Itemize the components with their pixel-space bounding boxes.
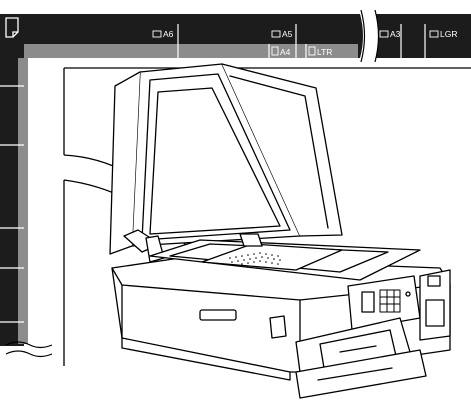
printer [109,63,451,399]
landscape-doc-icon [429,30,439,38]
front-latch [269,315,287,339]
slot-cover [425,299,445,327]
guide-bar-strip [24,44,358,58]
left-break-line [5,341,53,349]
bottom-drawer [295,349,427,399]
left-guide-bar [0,58,53,358]
touchscreen [361,291,375,313]
label-a5: A5 [282,29,293,39]
label-a3: A3 [390,29,401,39]
keypad-icon [379,289,401,313]
printer-base [121,337,291,381]
power-button [405,291,411,297]
document-corner-marker [239,233,263,247]
guide-break-line [374,9,380,63]
left-bar-strip [18,58,28,344]
document-corner-icon [4,16,20,40]
landscape-doc-icon [271,30,281,38]
usb-port-icon [427,275,441,287]
guide-break-line [360,9,366,63]
label-a4: A4 [280,47,291,57]
guide-bar-right [376,14,471,58]
document-on-glass [201,243,343,271]
label-lgr: LGR [440,29,457,39]
left-break-line [5,350,53,358]
label-ltr: LTR [317,47,332,57]
side-panel-right [419,269,451,341]
landscape-doc-icon [152,30,162,38]
landscape-doc-icon [379,30,389,38]
portrait-doc-icon [308,46,316,56]
portrait-doc-icon [271,46,279,56]
adf-lid [109,63,343,255]
label-a6: A6 [163,29,174,39]
front-handle-slot [199,309,237,321]
top-guide-bar: A6 A5 A4 LTR A3 LGR [0,9,471,63]
